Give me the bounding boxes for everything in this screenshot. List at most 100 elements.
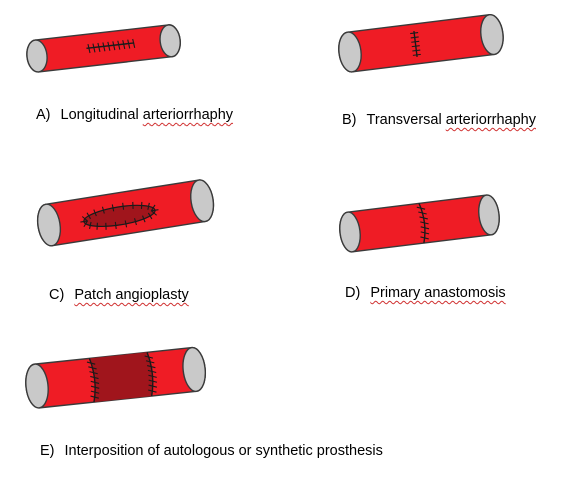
stitch bbox=[81, 216, 88, 222]
stitch bbox=[420, 221, 429, 225]
stitch bbox=[412, 53, 421, 56]
stitch bbox=[127, 39, 131, 49]
suture-line bbox=[413, 30, 418, 57]
stitch bbox=[80, 220, 88, 223]
stitch bbox=[418, 211, 427, 215]
caption-b-underlined: arteriorrhaphy bbox=[445, 112, 536, 128]
caption-a-underlined: arteriorrhaphy bbox=[142, 107, 234, 123]
stitch bbox=[83, 220, 89, 228]
stitch bbox=[410, 32, 419, 35]
stitch bbox=[89, 221, 92, 229]
stitch bbox=[411, 40, 420, 43]
stitch bbox=[86, 361, 96, 365]
stitch bbox=[96, 222, 98, 230]
caption-b-text: Transversal bbox=[366, 112, 446, 128]
stitch bbox=[151, 209, 159, 212]
stitch bbox=[97, 42, 101, 52]
vessel-e-graft-interposition bbox=[25, 346, 207, 409]
stitch bbox=[92, 43, 96, 53]
stitch bbox=[89, 371, 98, 375]
stitch bbox=[101, 206, 105, 214]
caption-e: E) Interposition of autologous or synthet… bbox=[40, 442, 383, 460]
stitch bbox=[148, 384, 157, 388]
stitch bbox=[122, 40, 126, 50]
vessel-end-right bbox=[190, 179, 215, 223]
caption-c-letter: C) bbox=[49, 287, 65, 303]
stitch bbox=[420, 231, 430, 235]
stitch bbox=[134, 218, 137, 226]
stitch bbox=[150, 204, 156, 212]
vessel-end-left bbox=[339, 211, 361, 253]
stitch bbox=[90, 385, 100, 389]
caption-a-letter: A) bbox=[36, 107, 51, 123]
stitch bbox=[87, 44, 91, 54]
vessel-d-primary-anastomosis bbox=[339, 194, 500, 253]
vessel-end-right bbox=[182, 346, 207, 393]
stitch bbox=[122, 202, 125, 210]
vessel-b-transversal-arteriorrhaphy bbox=[338, 13, 504, 73]
stitch bbox=[142, 215, 146, 223]
stitch bbox=[90, 375, 99, 380]
stitch bbox=[420, 226, 430, 230]
stitch bbox=[145, 360, 155, 364]
vessel-end-left bbox=[25, 363, 49, 409]
vessel-end-left bbox=[338, 31, 362, 73]
caption-c-underlined: Patch angioplasty bbox=[74, 287, 189, 303]
caption-d-underlined: Primary anastomosis bbox=[370, 285, 506, 301]
stitch bbox=[412, 49, 421, 52]
stitch bbox=[419, 216, 428, 220]
vessel-end-left bbox=[36, 203, 62, 247]
stitch bbox=[150, 210, 157, 216]
stitch bbox=[147, 369, 157, 374]
stitch bbox=[105, 222, 107, 230]
stitch bbox=[93, 209, 97, 217]
stitch bbox=[90, 390, 100, 394]
stitch bbox=[148, 374, 157, 378]
stitch bbox=[140, 201, 143, 209]
stitch bbox=[144, 355, 154, 359]
caption-b-letter: B) bbox=[342, 112, 357, 128]
stitch bbox=[132, 201, 134, 209]
stitch bbox=[111, 204, 115, 212]
stitch bbox=[411, 45, 420, 48]
suture-line bbox=[146, 352, 154, 397]
vessel-body bbox=[26, 24, 181, 73]
vessel-a-longitudinal-arteriorrhaphy bbox=[26, 24, 181, 73]
suture-line bbox=[86, 42, 135, 50]
stitch bbox=[420, 236, 429, 240]
graft-segment bbox=[89, 352, 153, 403]
stitch bbox=[102, 42, 106, 52]
stitch bbox=[147, 212, 153, 220]
stitch bbox=[117, 40, 121, 50]
stitch bbox=[132, 38, 136, 49]
caption-d: D) Primary anastomosis bbox=[345, 284, 506, 302]
stitch bbox=[124, 220, 128, 228]
suture-line bbox=[88, 358, 96, 403]
stitch bbox=[416, 206, 426, 210]
caption-a: A) Longitudinal arteriorrhaphy bbox=[36, 106, 233, 124]
vessel-body bbox=[339, 194, 500, 253]
caption-a-text: Longitudinal bbox=[60, 107, 143, 123]
caption-d-letter: D) bbox=[345, 285, 361, 301]
stitch bbox=[107, 41, 111, 51]
stitch bbox=[114, 221, 117, 230]
stitch bbox=[147, 202, 150, 210]
caption-c: C) Patch angioplasty bbox=[49, 286, 189, 304]
stitch bbox=[86, 212, 92, 220]
caption-e-text: Interposition of autologous or synthetic… bbox=[64, 443, 383, 459]
caption-e-letter: E) bbox=[40, 443, 55, 459]
stitch bbox=[90, 395, 99, 399]
vessel-end-left bbox=[26, 39, 48, 73]
stitch bbox=[112, 41, 116, 51]
vessel-body bbox=[338, 14, 504, 73]
caption-b: B) Transversal arteriorrhaphy bbox=[342, 111, 536, 129]
stitch bbox=[90, 380, 100, 384]
vessel-end-right bbox=[159, 24, 181, 58]
vessel-end-right bbox=[478, 194, 500, 236]
stitch bbox=[146, 365, 156, 369]
stitch bbox=[410, 36, 419, 39]
vessel-c-patch-angioplasty bbox=[36, 179, 215, 247]
vessel-end-right bbox=[480, 13, 504, 56]
stitch bbox=[148, 389, 157, 393]
